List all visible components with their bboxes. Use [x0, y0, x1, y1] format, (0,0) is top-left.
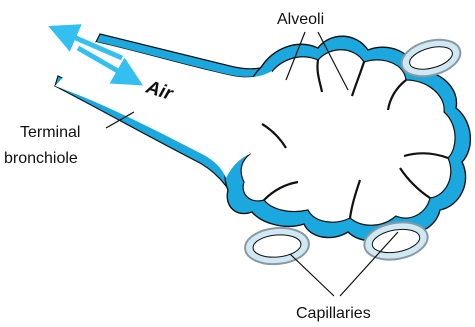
bronchiole-label: bronchiole	[4, 150, 78, 167]
capillaries-label: Capillaries	[296, 305, 371, 322]
terminal-label: Terminal	[20, 124, 80, 141]
duct-lumen	[55, 42, 272, 178]
capillaries-leader-1	[290, 254, 334, 296]
alveoli-label: Alveoli	[277, 11, 324, 28]
